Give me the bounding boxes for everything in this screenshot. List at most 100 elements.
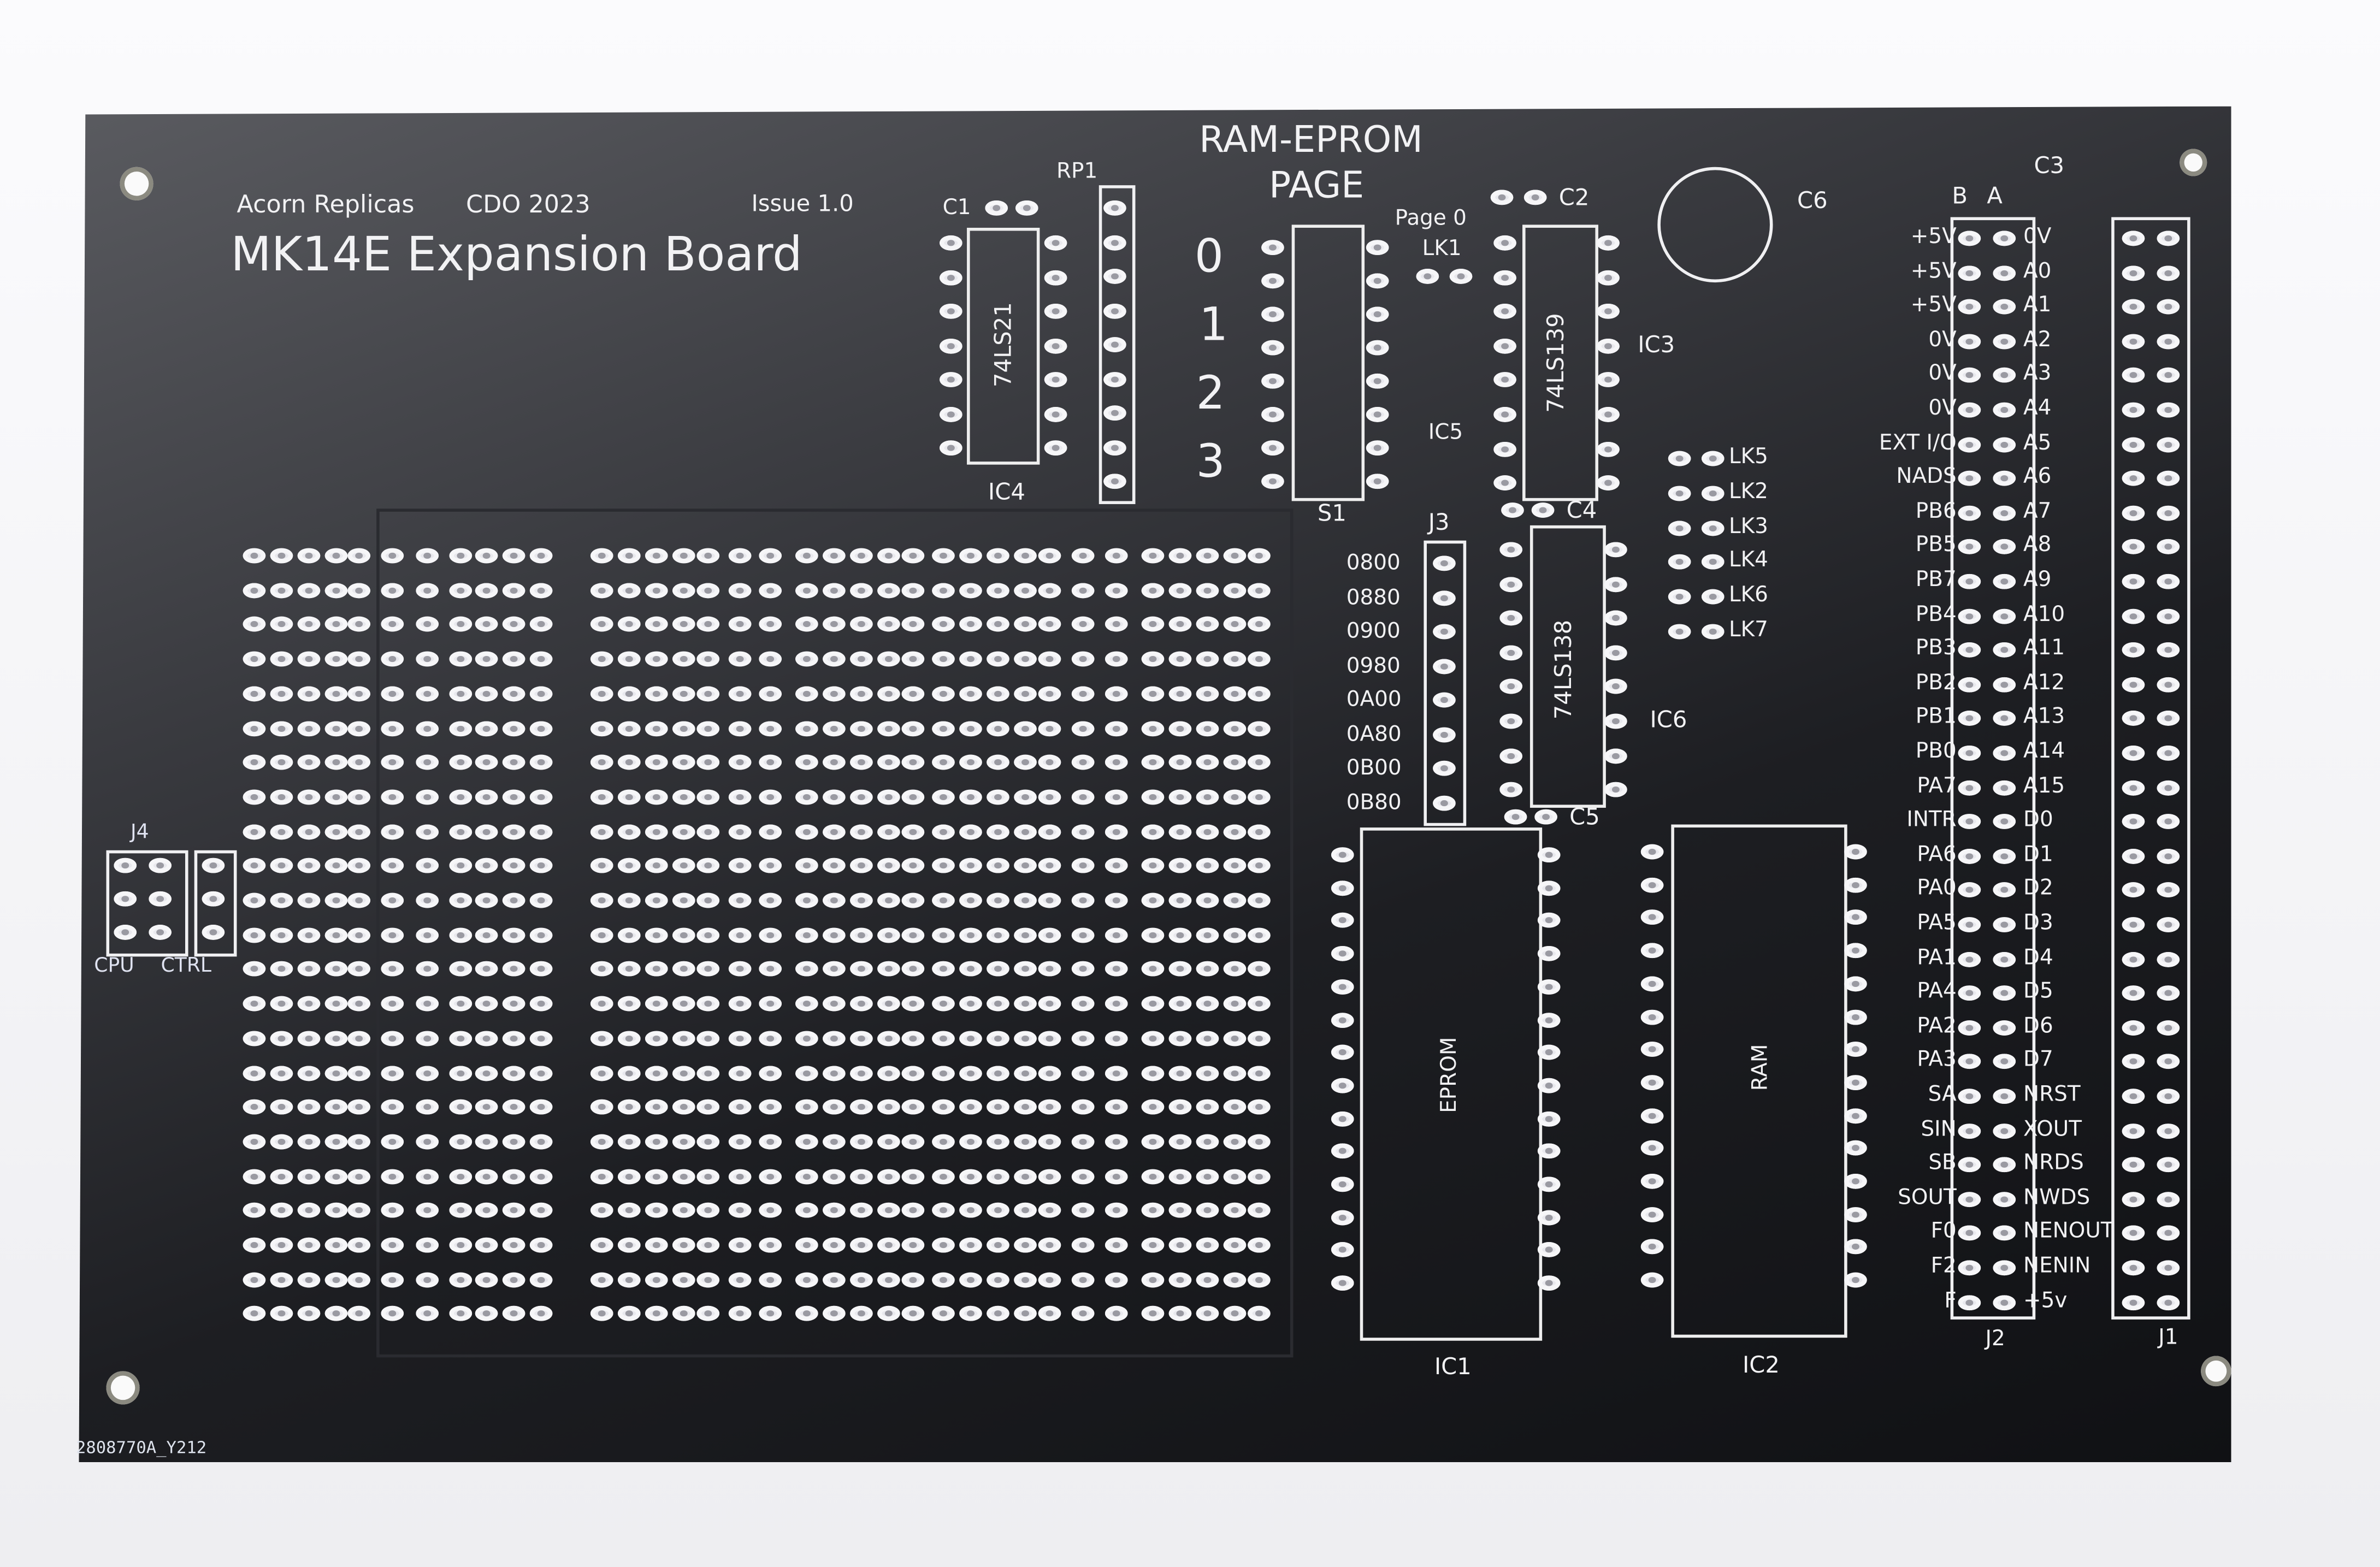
proto-pad (324, 755, 348, 770)
proto-pad (1223, 1134, 1247, 1150)
ic2-pin (1844, 844, 1867, 860)
proto-pad (1168, 789, 1192, 805)
ic2-pin (1640, 877, 1664, 892)
proto-pad (1141, 1099, 1165, 1115)
j1-pin (2157, 299, 2180, 315)
j2-a-pin-label: D5 (2023, 979, 2053, 1004)
j1-pin (2157, 883, 2180, 898)
proto-pad (1248, 1168, 1271, 1184)
j2-pin (1993, 265, 2016, 281)
proto-pad (696, 1272, 720, 1287)
proto-pad (987, 1031, 1009, 1046)
j2-pin (1993, 951, 2016, 967)
proto-pad (1223, 1099, 1247, 1115)
proto-pad (324, 1306, 348, 1322)
proto-pad (1014, 858, 1037, 874)
rp1-pin (1103, 200, 1126, 216)
j1-pin (2122, 951, 2145, 967)
proto-pad (759, 582, 782, 598)
proto-pad (795, 685, 818, 701)
j1-pin (2122, 1226, 2145, 1241)
proto-pad (696, 720, 720, 736)
j2-b-pin-label: +5V (1910, 224, 1957, 249)
proto-pad (324, 1099, 348, 1115)
proto-pad (877, 1031, 900, 1046)
proto-pad (696, 1168, 720, 1184)
proto-pad (1248, 961, 1271, 977)
proto-pad (1168, 582, 1192, 598)
proto-pad (1196, 685, 1219, 701)
proto-pad (877, 617, 900, 632)
j1-pin (2122, 745, 2145, 761)
proto-pad (795, 617, 818, 632)
j2-a-pin-label: NENIN (2023, 1254, 2091, 1279)
j2-a-pin-label: A7 (2023, 499, 2052, 524)
proto-pad (932, 892, 955, 908)
page0-label: Page 0 (1395, 206, 1467, 231)
c6-label: C6 (1797, 186, 1828, 214)
j1-pin (2122, 1089, 2145, 1104)
proto-pad (475, 720, 498, 736)
proto-pad (901, 1272, 925, 1287)
proto-pad (381, 1065, 404, 1080)
proto-pad (823, 858, 846, 874)
proto-pad (1014, 548, 1037, 564)
proto-pad (243, 685, 266, 701)
proto-pad (297, 617, 321, 632)
proto-pad (1141, 582, 1165, 598)
page-heading-2: PAGE (1268, 164, 1365, 207)
ic3-pin (1493, 407, 1516, 422)
proto-pad (1014, 996, 1037, 1012)
proto-pad (502, 548, 525, 564)
proto-pad (347, 1272, 371, 1287)
proto-pad (795, 892, 818, 908)
proto-pad (475, 617, 498, 632)
proto-pad (475, 1203, 498, 1219)
proto-pad (823, 720, 846, 736)
proto-pad (1105, 1168, 1128, 1184)
proto-pad (932, 1099, 955, 1115)
proto-pad (1014, 1065, 1037, 1080)
proto-pad (297, 789, 321, 805)
proto-pad (243, 1065, 266, 1080)
proto-pad (1141, 927, 1165, 943)
proto-pad (728, 1065, 752, 1080)
proto-pad (347, 927, 371, 943)
j2-a-pin-label: NENOUT (2023, 1220, 2114, 1244)
proto-pad (959, 1237, 982, 1253)
j2-a-pin-label: A8 (2023, 533, 2052, 558)
proto-pad (823, 755, 846, 770)
proto-pad (617, 1203, 641, 1219)
j4-pin (149, 925, 172, 940)
proto-pad (959, 1099, 982, 1115)
j1-pin (2122, 573, 2145, 589)
j2-pin (1958, 505, 1981, 521)
link-pad (1668, 554, 1691, 570)
proto-pad (823, 617, 846, 632)
proto-pad (449, 858, 473, 874)
proto-pad (877, 996, 900, 1012)
j2-a-pin-label: A9 (2023, 567, 2052, 593)
proto-pad (449, 927, 473, 943)
proto-pad (1141, 1168, 1165, 1184)
proto-pad (1038, 1031, 1061, 1046)
rp1-outline (1099, 185, 1136, 504)
j2-a-pin-label: A4 (2023, 396, 2052, 421)
j2-b-pin-label: F2 (1930, 1254, 1957, 1279)
proto-pad (297, 927, 321, 943)
board-title: MK14E Expansion Board (231, 228, 802, 283)
ic1-pin (1331, 913, 1354, 929)
j1-pin (2122, 1157, 2145, 1173)
j1-label: J1 (2158, 1325, 2178, 1350)
proto-pad (529, 1031, 553, 1046)
ic4-pin (1044, 235, 1067, 251)
proto-pad (590, 1134, 613, 1150)
proto-pad (502, 824, 525, 839)
proto-pad (877, 582, 900, 598)
ic2-pin (1844, 910, 1867, 926)
j1-pin (2157, 985, 2180, 1001)
proto-pad (901, 548, 925, 564)
proto-pad (795, 1065, 818, 1080)
proto-pad (270, 582, 293, 598)
